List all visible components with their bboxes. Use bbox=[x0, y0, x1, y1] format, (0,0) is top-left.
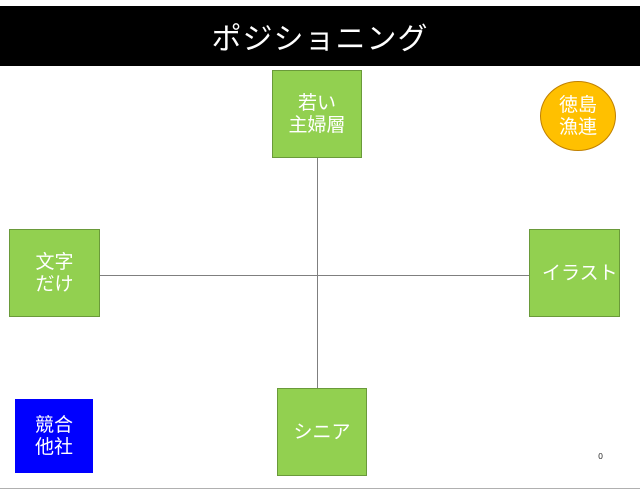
competitor-marker: 競合 他社 bbox=[15, 399, 93, 473]
bottom-divider bbox=[0, 488, 640, 489]
horizontal-axis bbox=[100, 275, 530, 276]
self-position-marker: 徳島 漁連 bbox=[540, 81, 616, 151]
axis-label-right: イラスト bbox=[529, 229, 620, 317]
slide-title: ポジショニング bbox=[0, 6, 640, 66]
axis-label-bottom: シニア bbox=[277, 388, 367, 476]
page-number: 0 bbox=[598, 452, 604, 461]
vertical-axis bbox=[317, 158, 318, 388]
axis-label-top: 若い 主婦層 bbox=[272, 70, 362, 158]
axis-label-left: 文字 だけ bbox=[9, 229, 100, 317]
